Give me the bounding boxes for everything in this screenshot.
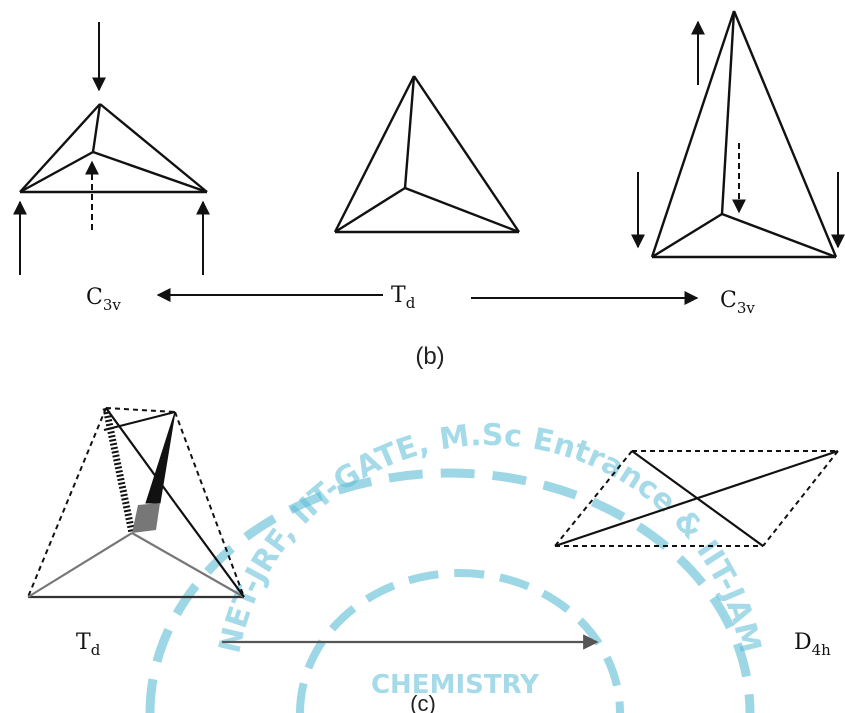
regular-tetrahedron xyxy=(333,75,520,234)
label-td-center: Td xyxy=(391,283,416,312)
watermark-outer-ring xyxy=(145,468,755,713)
label-c3v-left: C3v xyxy=(86,285,121,314)
compression-arrows xyxy=(13,22,210,275)
panel-label-b: (b) xyxy=(415,343,444,370)
watermark-center-text: CHEMISTRY xyxy=(371,670,540,700)
watermark-arc-text: NET-JRF, IIT-GATE, M.Sc Entrance & IIT-J… xyxy=(212,418,767,656)
elongated-tetrahedron xyxy=(650,10,838,259)
watermark: NET-JRF, IIT-GATE, M.Sc Entrance & IIT-J… xyxy=(145,418,768,713)
watermark-inner-ring xyxy=(296,569,624,713)
elongation-arrows xyxy=(631,20,845,249)
label-c3v-right: C3v xyxy=(720,288,755,317)
label-td-bottom: Td xyxy=(76,630,101,659)
flattened-tetrahedron xyxy=(19,103,208,194)
square-planar-parallelogram xyxy=(554,449,839,548)
twisting-tetrahedron xyxy=(27,407,245,599)
panel-label-c: (c) xyxy=(410,691,436,713)
label-d4h: D4h xyxy=(794,630,831,659)
